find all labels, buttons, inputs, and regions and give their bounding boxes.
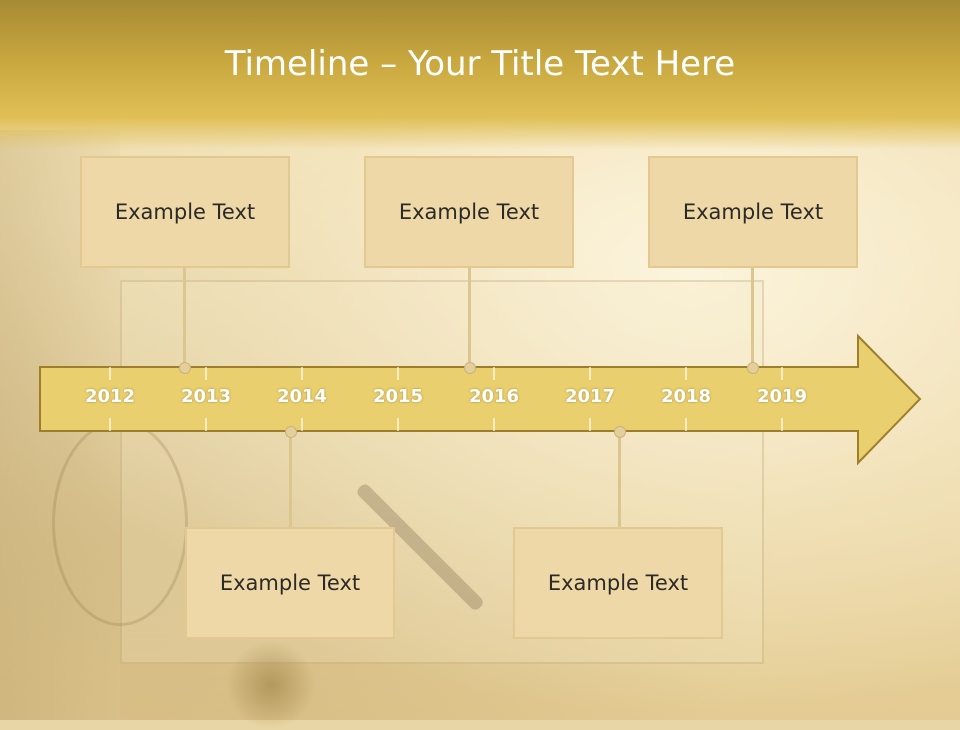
event-box-top-1[interactable]: Example Text xyxy=(80,156,290,268)
connector-bottom-1 xyxy=(289,431,292,527)
year-label: 2018 xyxy=(660,386,712,407)
connector-top-1 xyxy=(183,268,186,367)
year-label: 2016 xyxy=(468,386,520,407)
event-text: Example Text xyxy=(547,571,689,595)
event-text: Example Text xyxy=(114,200,256,224)
event-box-bottom-2[interactable]: Example Text xyxy=(513,527,723,639)
year-ticks xyxy=(109,367,783,431)
event-box-bottom-1[interactable]: Example Text xyxy=(185,527,395,639)
year-label: 2014 xyxy=(276,386,328,407)
event-text: Example Text xyxy=(682,200,824,224)
year-label: 2012 xyxy=(84,386,136,407)
title-bar xyxy=(0,0,960,150)
connector-top-2 xyxy=(468,268,471,367)
year-label: 2019 xyxy=(756,386,808,407)
event-box-top-3[interactable]: Example Text xyxy=(648,156,858,268)
event-text: Example Text xyxy=(219,571,361,595)
event-text: Example Text xyxy=(398,200,540,224)
timeline-arrow-shape xyxy=(39,333,922,466)
slide-title[interactable]: Timeline – Your Title Text Here xyxy=(224,44,736,84)
connector-bottom-2 xyxy=(618,431,621,527)
year-label: 2015 xyxy=(372,386,424,407)
milestone-dot-top-3 xyxy=(747,362,759,374)
milestone-dot-top-2 xyxy=(464,362,476,374)
milestone-dot-bottom-2 xyxy=(614,426,626,438)
connector-top-3 xyxy=(751,268,754,367)
milestone-dot-bottom-1 xyxy=(285,426,297,438)
milestone-dot-top-1 xyxy=(179,362,191,374)
background-brass-wheel xyxy=(226,640,316,730)
year-label: 2013 xyxy=(180,386,232,407)
year-label: 2017 xyxy=(564,386,616,407)
event-box-top-2[interactable]: Example Text xyxy=(364,156,574,268)
